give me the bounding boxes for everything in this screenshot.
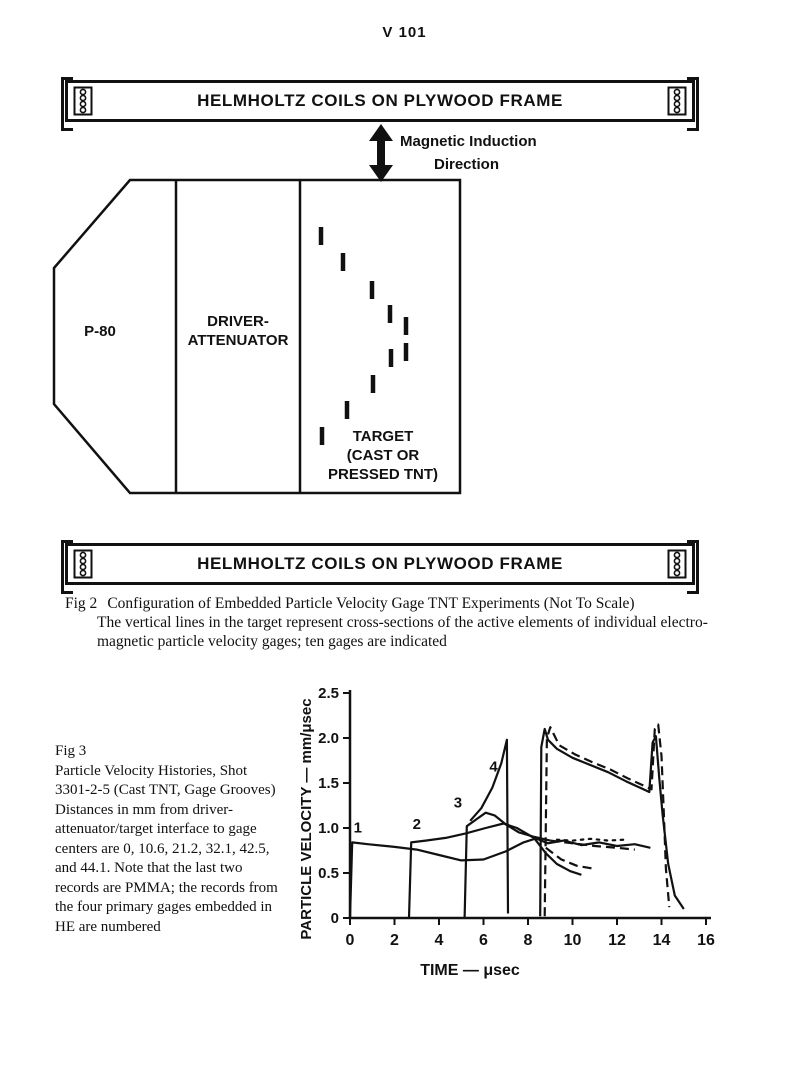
fig2-caption-line1: Fig 2 Configuration of Embedded Particle … (65, 594, 765, 613)
x-tick-label: 10 (564, 932, 582, 949)
chart-series-overlap-dashed-low (545, 846, 593, 870)
helmholtz-bar-label: HELMHOLTZ COILS ON PLYWOOD FRAME (197, 554, 563, 573)
gage-number-label: 4 (489, 758, 498, 775)
helmholtz-coil-bar-bottom: HELMHOLTZ COILS ON PLYWOOD FRAME (61, 540, 699, 594)
target-label-line2: (CAST OR (346, 447, 420, 464)
fig2-caption: Fig 2 Configuration of Embedded Particle … (65, 594, 765, 651)
coil-icon (667, 549, 687, 579)
chart-series-pmma-2 (543, 723, 671, 917)
target-label-line3: PRESSED TNT) (327, 466, 438, 483)
page-number: V 101 (382, 24, 427, 41)
chart-series-gage-2 (407, 822, 651, 919)
gage-number-label: 3 (454, 794, 462, 811)
p80-label: P-80 (84, 323, 116, 340)
y-tick-label: 0.5 (318, 865, 339, 882)
fig3-caption-line: attenuator/target interface to gage (55, 821, 257, 837)
magnetic-induction-arrow-icon (369, 124, 393, 182)
y-tick-label: 1.0 (318, 820, 339, 837)
fig3-caption-line: and 44.1. Note that the last two (55, 860, 243, 876)
x-tick-label: 2 (390, 932, 399, 949)
x-tick-label: 4 (435, 932, 444, 949)
x-tick-label: 16 (697, 932, 715, 949)
chart-series-gage-4 (469, 738, 510, 914)
target-label-line1: TARGET (352, 428, 414, 445)
magnetic-induction-direction-label: Direction (434, 156, 500, 173)
fig3-caption-line: centers are 0, 10.6, 21.2, 32.1, 42.5, (55, 840, 270, 857)
fig3-caption-line: records are PMMA; the records from (55, 879, 278, 896)
x-tick-label: 0 (346, 932, 355, 949)
coil-icon (73, 86, 93, 116)
target-label: TARGET (CAST OR PRESSED TNT) (308, 427, 458, 484)
driver-label-line2: ATTENUATOR (187, 332, 289, 349)
chart-x-axis-label: TIME — μsec (420, 962, 520, 979)
coil-icon (667, 86, 687, 116)
helmholtz-bar-label: HELMHOLTZ COILS ON PLYWOOD FRAME (197, 91, 563, 110)
y-tick-label: 2.0 (318, 730, 339, 747)
fig3-label: Fig 3 (55, 743, 87, 759)
x-tick-label: 6 (479, 932, 488, 949)
driver-label-line1: DRIVER- (207, 313, 269, 330)
fig2-caption-text: Configuration of Embedded Particle Veloc… (107, 595, 635, 612)
y-tick-label: 1.5 (318, 775, 339, 792)
chart-series-gage-3 (463, 811, 551, 919)
fig3-caption-line: the four primary gages embedded in (55, 899, 273, 915)
helmholtz-coil-bar-top: HELMHOLTZ COILS ON PLYWOOD FRAME (61, 77, 699, 131)
chart-series-gage-1 (348, 837, 582, 919)
chart-series-gage-3-late (550, 839, 635, 851)
fig2-caption-line2: The vertical lines in the target represe… (97, 614, 708, 631)
gage-number-label: 2 (413, 816, 421, 833)
y-tick-label: 0 (331, 910, 339, 927)
x-tick-label: 8 (524, 932, 533, 949)
gage-marks (318, 227, 409, 445)
assembly-outline (52, 178, 462, 495)
y-tick-label: 2.5 (318, 685, 339, 702)
fig3-caption: Fig 3 Particle Velocity Histories, Shot … (55, 742, 297, 937)
fig2-caption-line3: magnetic particle velocity gages; ten ga… (97, 633, 447, 650)
fig3-caption-line: 3301-2-5 (Cast TNT, Gage Grooves) (55, 782, 276, 798)
x-tick-label: 12 (608, 932, 626, 949)
coil-icon (73, 549, 93, 579)
fig2-label: Fig 2 (65, 595, 98, 612)
gage-number-label: 1 (354, 820, 362, 837)
magnetic-induction-label: Magnetic Induction (400, 133, 537, 150)
driver-attenuator-label: DRIVER- ATTENUATOR (177, 312, 299, 350)
experiment-assembly-diagram (52, 178, 462, 495)
fig3-caption-line: Particle Velocity Histories, Shot (55, 762, 248, 779)
fig3-caption-line: Distances in mm from driver- (55, 801, 233, 818)
chart-axes (348, 690, 711, 920)
chart-series-overlap-dotted (555, 837, 625, 842)
x-tick-label: 14 (653, 932, 671, 949)
fig3-caption-line: HE are numbered (55, 918, 161, 935)
